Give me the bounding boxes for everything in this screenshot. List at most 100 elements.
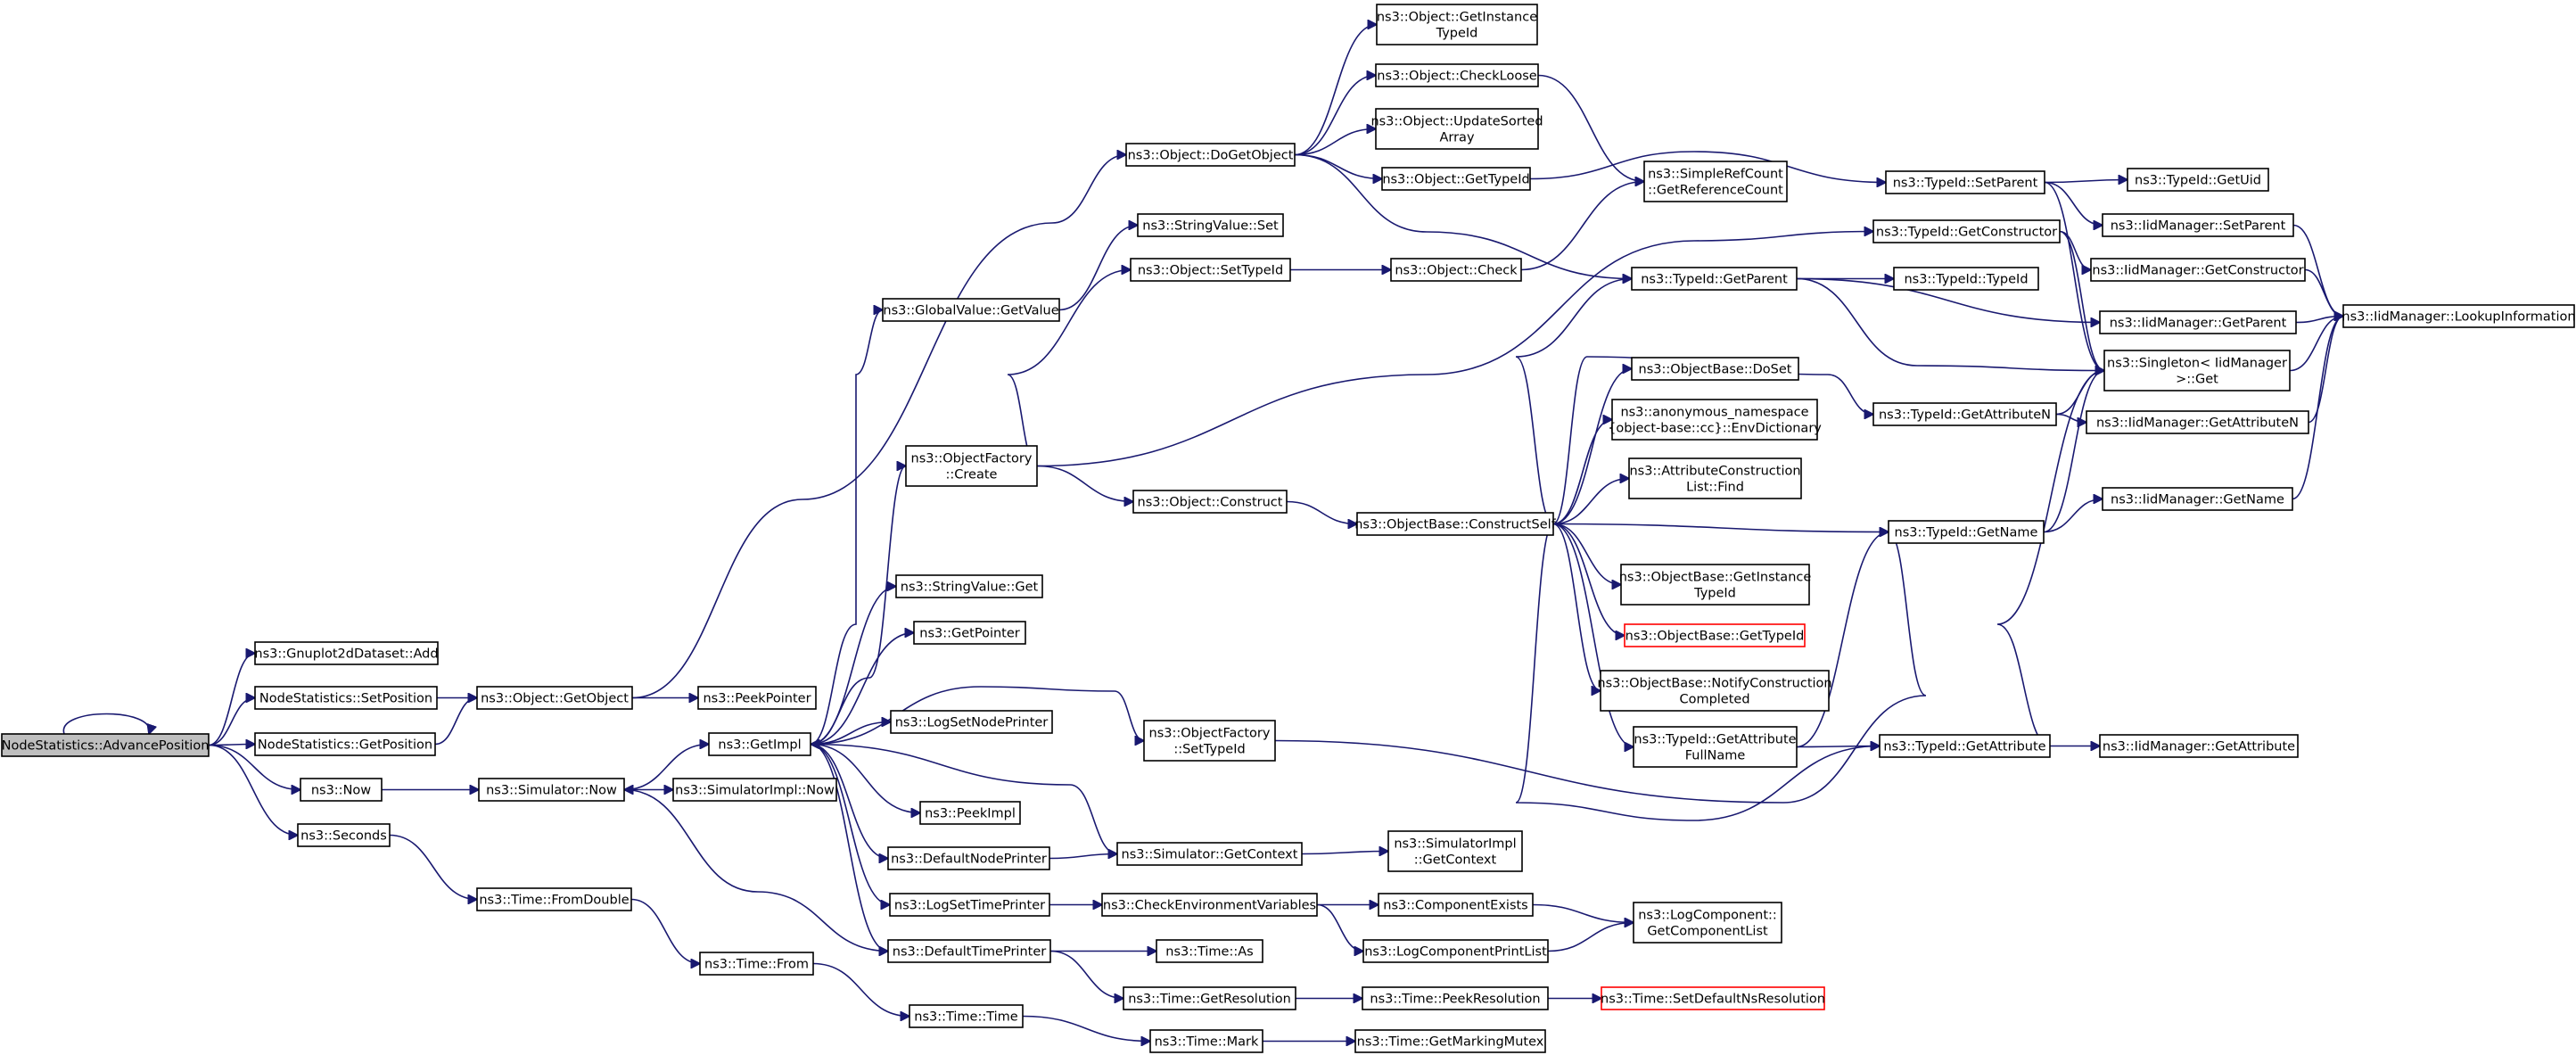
- node-getpointer[interactable]: ns3::GetPointer: [913, 621, 1026, 645]
- node-checkenvvars[interactable]: ns3::CheckEnvironmentVariables: [1101, 893, 1318, 917]
- node-typeid-getname[interactable]: ns3::TypeId::GetName: [1888, 520, 2045, 544]
- node-logsetnodeprinter[interactable]: ns3::LogSetNodePrinter: [890, 710, 1053, 734]
- node-getmarkingmutex[interactable]: ns3::Time::GetMarkingMutex: [1354, 1029, 1546, 1053]
- node-obj-check[interactable]: ns3::Object::Check: [1390, 258, 1522, 282]
- node-gnuplot-add[interactable]: ns3::Gnuplot2dDataset::Add: [254, 641, 439, 665]
- node-getpos[interactable]: NodeStatistics::GetPosition: [254, 732, 436, 756]
- edge-obj-construct-to-constructself: [1286, 500, 1357, 524]
- node-seconds[interactable]: ns3::Seconds: [297, 823, 391, 847]
- node-time-from[interactable]: ns3::Time::From: [699, 952, 814, 976]
- node-dogetobject[interactable]: ns3::Object::DoGetObject: [1125, 143, 1296, 167]
- edge-getattributefullname-to-typeid-getattribute: [1796, 746, 1880, 747]
- node-label: NodeStatistics::GetPosition: [258, 738, 432, 753]
- node-label: ns3::ObjectBase::NotifyConstruction: [1597, 677, 1831, 691]
- node-stringvalue-get[interactable]: ns3::StringValue::Get: [895, 574, 1043, 598]
- node-fromdouble[interactable]: ns3::Time::FromDouble: [476, 887, 632, 911]
- node-objbase-doset[interactable]: ns3::ObjectBase::DoSet: [1631, 357, 1799, 381]
- node-typeid-getattributen[interactable]: ns3::TypeId::GetAttributeN: [1872, 402, 2057, 426]
- node-settypeid[interactable]: ns3::Object::SetTypeId: [1130, 258, 1291, 282]
- node-typeid-getconstructor[interactable]: ns3::TypeId::GetConstructor: [1872, 219, 2061, 243]
- node-now[interactable]: ns3::Now: [300, 778, 383, 802]
- node-sim-now[interactable]: ns3::Simulator::Now: [478, 778, 625, 802]
- node-box: [1620, 564, 1810, 606]
- node-defaulttimeprinter[interactable]: ns3::DefaultTimePrinter: [887, 939, 1051, 963]
- node-envdictionary[interactable]: ns3::anonymous_namespace{object-base::cc…: [1608, 399, 1822, 441]
- node-box: [1376, 4, 1538, 45]
- node-checkloose[interactable]: ns3::Object::CheckLoose: [1375, 63, 1539, 87]
- node-box: [1381, 167, 1531, 191]
- node-peekresolution[interactable]: ns3::Time::PeekResolution: [1362, 986, 1549, 1010]
- node-typeid-getattribute[interactable]: ns3::TypeId::GetAttribute: [1879, 734, 2051, 758]
- node-componentexists[interactable]: ns3::ComponentExists: [1378, 893, 1534, 917]
- node-getimpl[interactable]: ns3::GetImpl: [708, 732, 811, 756]
- edge-advpos-to-seconds: [208, 744, 298, 836]
- node-setpos[interactable]: NodeStatistics::SetPosition: [254, 686, 438, 710]
- node-box: [1633, 726, 1798, 768]
- node-label: ns3::LogComponent::: [1638, 909, 1777, 923]
- node-logsettimeprinter[interactable]: ns3::LogSetTimePrinter: [889, 893, 1050, 917]
- node-time-mark[interactable]: ns3::Time::Mark: [1149, 1029, 1263, 1053]
- node-simimpl-now[interactable]: ns3::SimulatorImpl::Now: [672, 778, 837, 802]
- edge-time-time-to-time-mark: [1022, 1015, 1150, 1042]
- edge-constructself-to-getattributefullname: [1552, 523, 1634, 747]
- node-box: [672, 778, 837, 802]
- node-label: ns3::SimulatorImpl: [1394, 837, 1516, 852]
- node-getcomponentlist[interactable]: ns3::LogComponent::GetComponentList: [1633, 902, 1782, 944]
- node-notifyconstruction[interactable]: ns3::ObjectBase::NotifyConstructionCompl…: [1597, 670, 1832, 712]
- node-constructself[interactable]: ns3::ObjectBase::ConstructSelf: [1354, 512, 1557, 536]
- node-iid-getattribute[interactable]: ns3::IidManager::GetAttribute: [2099, 734, 2299, 758]
- node-setdefaultnsres[interactable]: ns3::Time::SetDefaultNsResolution: [1601, 986, 1825, 1010]
- node-simplerefcount[interactable]: ns3::SimpleRefCount::GetReferenceCount: [1643, 161, 1788, 202]
- node-box: [1600, 670, 1830, 712]
- node-peekpointer[interactable]: ns3::PeekPointer: [697, 686, 817, 710]
- edge-constructself-to-typeid-getparent: [1515, 279, 1632, 525]
- edge-typeid-getattribute-to-singleton-get: [1996, 371, 2104, 747]
- node-sim-getcontext[interactable]: ns3::Simulator::GetContext: [1116, 842, 1303, 866]
- node-typeid-getuid[interactable]: ns3::TypeId::GetUid: [2127, 168, 2269, 192]
- edge-constructself-to-objbase-doset: [1552, 369, 1632, 525]
- node-obj-construct[interactable]: ns3::Object::Construct: [1132, 490, 1288, 514]
- node-advpos[interactable]: NodeStatistics::AdvancePosition: [1, 733, 210, 757]
- node-typeid-setparent[interactable]: ns3::TypeId::SetParent: [1885, 170, 2045, 194]
- node-time-as[interactable]: ns3::Time::As: [1156, 939, 1263, 963]
- node-simimpl-getcontext[interactable]: ns3::SimulatorImpl::GetContext: [1387, 830, 1523, 872]
- node-iid-getparent[interactable]: ns3::IidManager::GetParent: [2099, 310, 2297, 334]
- node-label: ns3::Object::Construct: [1138, 496, 1283, 510]
- node-label: List::Find: [1686, 481, 1744, 495]
- node-box: [895, 574, 1043, 598]
- node-label: ns3::IidManager::GetName: [2111, 493, 2284, 507]
- node-stringvalue-set[interactable]: ns3::StringValue::Set: [1137, 213, 1284, 237]
- node-label: ns3::ComponentExists: [1383, 899, 1528, 913]
- node-box: [1, 733, 210, 757]
- node-time-time[interactable]: ns3::Time::Time: [909, 1004, 1024, 1028]
- node-typeid-getparent[interactable]: ns3::TypeId::GetParent: [1631, 267, 1798, 291]
- node-singleton-get[interactable]: ns3::Singleton< IidManager >::Get: [2103, 350, 2291, 392]
- node-objbase-gettypeid[interactable]: ns3::ObjectBase::GetTypeId: [1624, 623, 1806, 647]
- node-objfactory-settypeid[interactable]: ns3::ObjectFactory::SetTypeId: [1143, 720, 1276, 762]
- edge-getimpl-to-objfactory-create: [810, 466, 906, 746]
- node-iid-lookupinformation[interactable]: ns3::IidManager::LookupInformation: [2341, 304, 2576, 328]
- node-globalvalue-get[interactable]: ns3::GlobalValue::GetValue: [882, 298, 1060, 322]
- node-iid-setparent[interactable]: ns3::IidManager::SetParent: [2102, 213, 2294, 237]
- node-getobject[interactable]: ns3::Object::GetObject: [476, 686, 633, 710]
- node-objfactory-create[interactable]: ns3::ObjectFactory::Create: [905, 445, 1038, 487]
- node-box: [1125, 143, 1296, 167]
- node-typeid-typeid[interactable]: ns3::TypeId::TypeId: [1893, 267, 2039, 291]
- node-peekimpl[interactable]: ns3::PeekImpl: [919, 801, 1021, 825]
- node-logcompprintlist[interactable]: ns3::LogComponentPrintList: [1362, 939, 1549, 963]
- node-label: ns3::Object::SetTypeId: [1138, 264, 1283, 278]
- node-getresolution[interactable]: ns3::Time::GetResolution: [1123, 986, 1296, 1010]
- node-iid-getconstructor[interactable]: ns3::IidManager::GetConstructor: [2090, 258, 2306, 282]
- node-label: ns3::StringValue::Get: [901, 581, 1039, 595]
- node-defaultnodeprinter[interactable]: ns3::DefaultNodePrinter: [887, 846, 1050, 870]
- node-label: ns3::Object::UpdateSorted: [1370, 115, 1543, 129]
- node-obj-gettypeid[interactable]: ns3::Object::GetTypeId: [1381, 167, 1531, 191]
- node-iid-getname[interactable]: ns3::IidManager::GetName: [2102, 487, 2293, 511]
- node-label: ns3::Simulator::GetContext: [1122, 848, 1298, 862]
- node-iid-getattributen[interactable]: ns3::IidManager::GetAttributeN: [2086, 410, 2309, 434]
